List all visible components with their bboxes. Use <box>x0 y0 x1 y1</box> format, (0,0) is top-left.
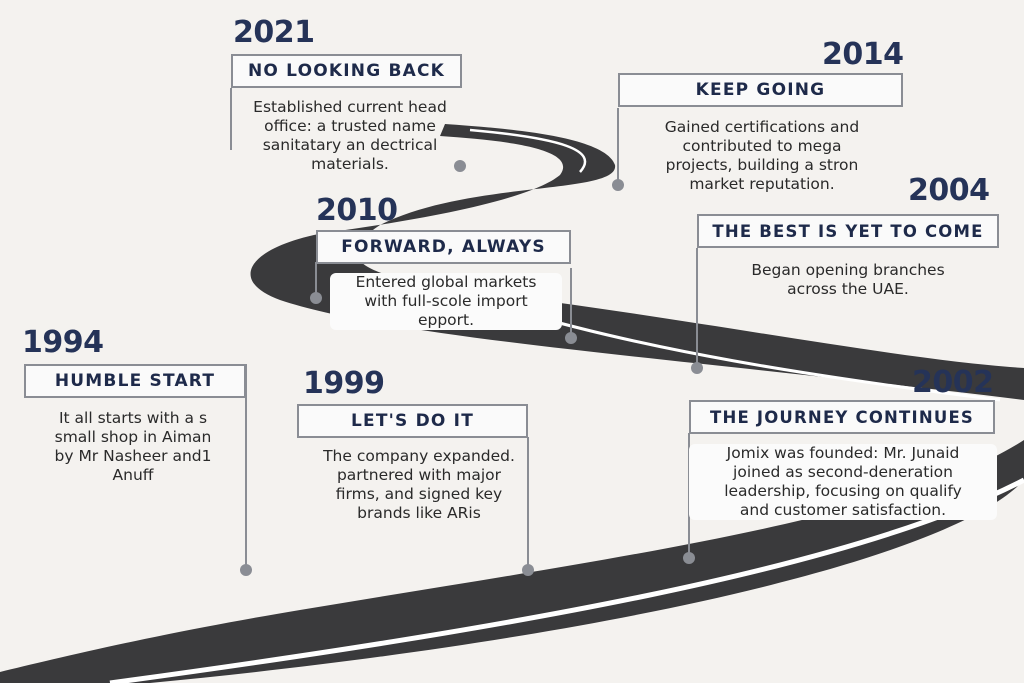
marker-1999 <box>522 564 534 576</box>
milestone-year-2002: 2002 <box>912 365 994 400</box>
milestone-title-1999: LET'S DO IT <box>297 404 528 438</box>
milestone-description-2010: Entered global markets with full-scole i… <box>330 273 562 330</box>
milestone-description-1994: It all starts with a s small shop in Aim… <box>54 409 212 484</box>
milestone-year-2004: 2004 <box>908 173 990 208</box>
marker-1994 <box>240 564 252 576</box>
marker-2010b <box>565 332 577 344</box>
milestone-description-2014: Gained certifications and contributed to… <box>664 118 860 193</box>
marker-2021 <box>454 160 466 172</box>
milestone-title-1994: HUMBLE START <box>24 364 246 398</box>
road-stripe-middle <box>519 310 1001 402</box>
milestone-title-2010: FORWARD, ALWAYS <box>316 230 571 264</box>
road-stripe-upper <box>469 128 587 173</box>
milestone-year-2021: 2021 <box>233 15 315 50</box>
milestone-description-1999: The company expanded. partnered with maj… <box>323 447 515 522</box>
milestone-description-2004: Began opening branches across the UAE. <box>751 261 945 298</box>
milestone-markers <box>240 160 703 576</box>
milestone-year-2010: 2010 <box>316 193 398 228</box>
marker-2014 <box>612 179 624 191</box>
milestone-title-2014: KEEP GOING <box>618 73 903 107</box>
milestone-title-2004: THE BEST IS YET TO COME <box>697 214 999 248</box>
marker-2004 <box>691 362 703 374</box>
milestone-year-1994: 1994 <box>22 325 104 360</box>
milestone-description-2002: Jomix was founded: Mr. Junaid joined as … <box>689 444 997 520</box>
milestone-title-2002: THE JOURNEY CONTINUES <box>689 400 995 434</box>
marker-2002 <box>683 552 695 564</box>
milestone-title-2021: NO LOOKING BACK <box>231 54 462 88</box>
marker-2010 <box>310 292 322 304</box>
milestone-year-2014: 2014 <box>822 37 904 72</box>
road-path <box>0 124 1024 683</box>
milestone-year-1999: 1999 <box>303 366 385 401</box>
milestone-description-2021: Established current head office: a trust… <box>253 98 447 173</box>
